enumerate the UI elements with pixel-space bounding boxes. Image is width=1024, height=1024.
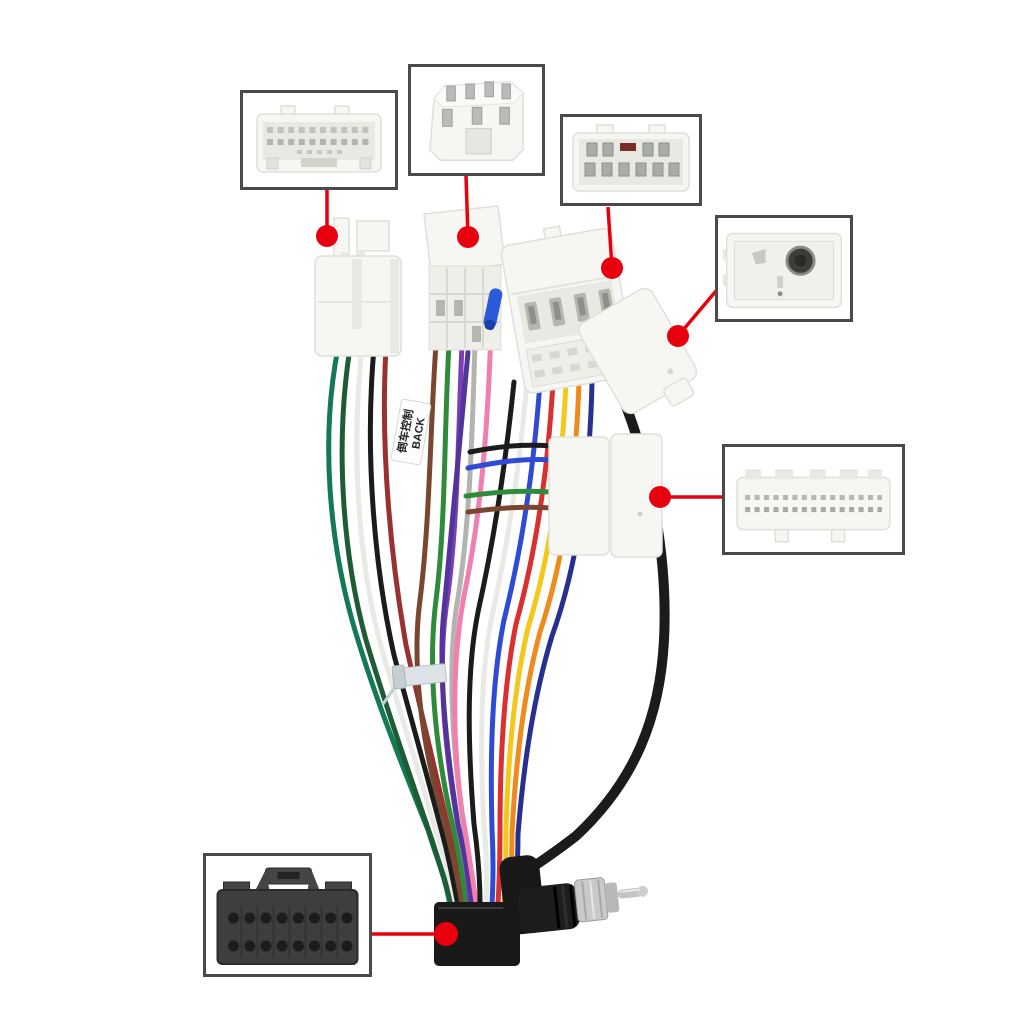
- connector-detail-6pin-icon: [429, 81, 524, 162]
- oem-plug-e-24pin: [548, 433, 663, 558]
- callout-dot-3: [601, 257, 623, 279]
- callout-dot-6: [434, 922, 458, 946]
- antenna-plug: [499, 855, 649, 935]
- connector-detail-12pin-icon: [572, 124, 690, 192]
- callout-box-16pin-dark: [203, 853, 372, 977]
- callout-dot-2: [457, 226, 479, 248]
- iso-power-connector: [434, 902, 520, 966]
- callout-dot-5: [649, 486, 671, 508]
- bullet-terminal: [483, 288, 503, 331]
- callout-box-6pin: [408, 64, 545, 176]
- callout-dot-1: [316, 225, 338, 247]
- cable-tie: [381, 663, 448, 706]
- oem-plug-d-antenna-housing: [578, 287, 698, 415]
- connector-detail-16pin-icon: [216, 867, 359, 965]
- callout-dot-4: [667, 325, 689, 347]
- callout-box-antenna-socket: [715, 215, 853, 322]
- oem-plug-a-28pin: [314, 217, 402, 357]
- callout-box-12pin: [560, 114, 702, 206]
- connector-detail-24pin-icon: [736, 469, 891, 543]
- callout-dots: [316, 225, 689, 946]
- label-line2: BACK: [410, 417, 427, 450]
- wire-bundle: [326, 327, 595, 909]
- wire-label-tag: 倒车控制 BACK: [390, 398, 432, 466]
- connector-detail-28pin-icon: [256, 105, 382, 173]
- callout-box-28pin: [240, 90, 398, 190]
- connector-detail-antenna-icon: [722, 232, 843, 309]
- callout-box-24pin: [722, 444, 905, 555]
